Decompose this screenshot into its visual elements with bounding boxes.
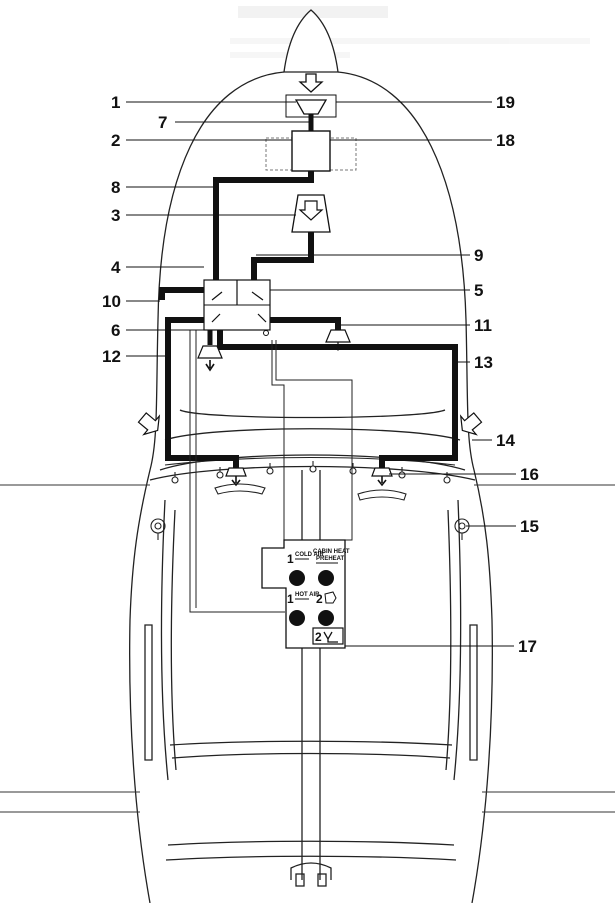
callout-7: 7	[158, 113, 167, 132]
panel-cabin-heat-sub: PREHEAT	[316, 556, 345, 562]
side-inlet-arrow-right	[459, 412, 483, 436]
callout-5: 5	[474, 281, 483, 300]
aircraft-outline	[129, 9, 493, 903]
callout-4: 4	[111, 258, 121, 277]
callout-10: 10	[102, 292, 121, 311]
callout-numbers: 1 7 2 8 3 4 10 6 12 19 18 9 5 11 13 14 1…	[102, 93, 539, 656]
callout-13: 13	[474, 353, 493, 372]
callout-11: 11	[474, 316, 492, 335]
duct-left-windshield	[159, 287, 204, 300]
duct-right-defrost	[217, 330, 458, 468]
duct-cabin-outlet	[270, 317, 341, 330]
defrost-outlet-left	[214, 483, 266, 495]
callout-2: 2	[111, 131, 120, 150]
side-air-inlets	[137, 412, 483, 436]
panel-defrost-num: 2	[316, 592, 323, 606]
propeller-spinner	[283, 9, 339, 73]
callout-12: 12	[102, 347, 121, 366]
cabin-vent-left	[150, 518, 166, 540]
panel-vent-num: 2	[315, 630, 322, 644]
defrost-knob	[318, 610, 334, 626]
callout-14: 14	[496, 431, 515, 450]
defrost-outlet-right-nozzle	[371, 467, 393, 477]
duct-left-defrost	[165, 317, 239, 468]
heat-exchanger	[291, 130, 331, 172]
defrost-outlet-right	[357, 489, 407, 501]
callout-9: 9	[474, 246, 483, 265]
cabin-vent-right	[454, 518, 470, 540]
control-cables	[189, 329, 353, 613]
hot-air-duct	[213, 171, 314, 280]
cabin-heat-knob	[318, 570, 334, 586]
glare-shield	[150, 456, 470, 540]
panel-cold-air-num: 1	[287, 552, 294, 566]
panel-hot-air-num: 1	[287, 592, 294, 606]
wing-lines	[0, 484, 615, 813]
windshield-nozzles	[171, 461, 451, 484]
panel-cabin-heat-label: CABIN HEAT	[313, 549, 350, 555]
defrost-icon	[324, 591, 337, 604]
callout-8: 8	[111, 178, 120, 197]
callout-18: 18	[496, 131, 515, 150]
panel-hot-air-label: HOT AIR	[295, 592, 320, 598]
callout-3: 3	[111, 206, 120, 225]
cold-air-duct	[251, 232, 314, 282]
cabin-outlet-right	[325, 329, 351, 343]
vent-icon	[323, 631, 338, 643]
callout-6: 6	[111, 321, 120, 340]
faint-header-text	[230, 6, 590, 58]
hot-air-knob	[289, 610, 305, 626]
callout-1: 1	[111, 93, 120, 112]
ram-air-arrow-icon	[298, 73, 324, 93]
cabin-outlet-left	[197, 345, 223, 359]
panel-cold-air-label: COLD AIR	[295, 552, 324, 558]
side-inlet-arrow-left	[137, 412, 161, 436]
callout-15: 15	[520, 517, 539, 536]
heat-control-panel: 1 COLD AIR CABIN HEAT PREHEAT 1 HOT AIR …	[261, 539, 350, 649]
defrost-outlet-left-nozzle	[225, 467, 247, 477]
callout-17: 17	[518, 637, 537, 656]
leader-lines	[126, 101, 516, 647]
fuselage-outline	[129, 71, 285, 903]
cold-air-knob	[289, 570, 305, 586]
callout-16: 16	[520, 465, 539, 484]
air-inlet-funnel	[294, 99, 328, 115]
heating-system	[159, 73, 458, 613]
callout-19: 19	[496, 93, 515, 112]
